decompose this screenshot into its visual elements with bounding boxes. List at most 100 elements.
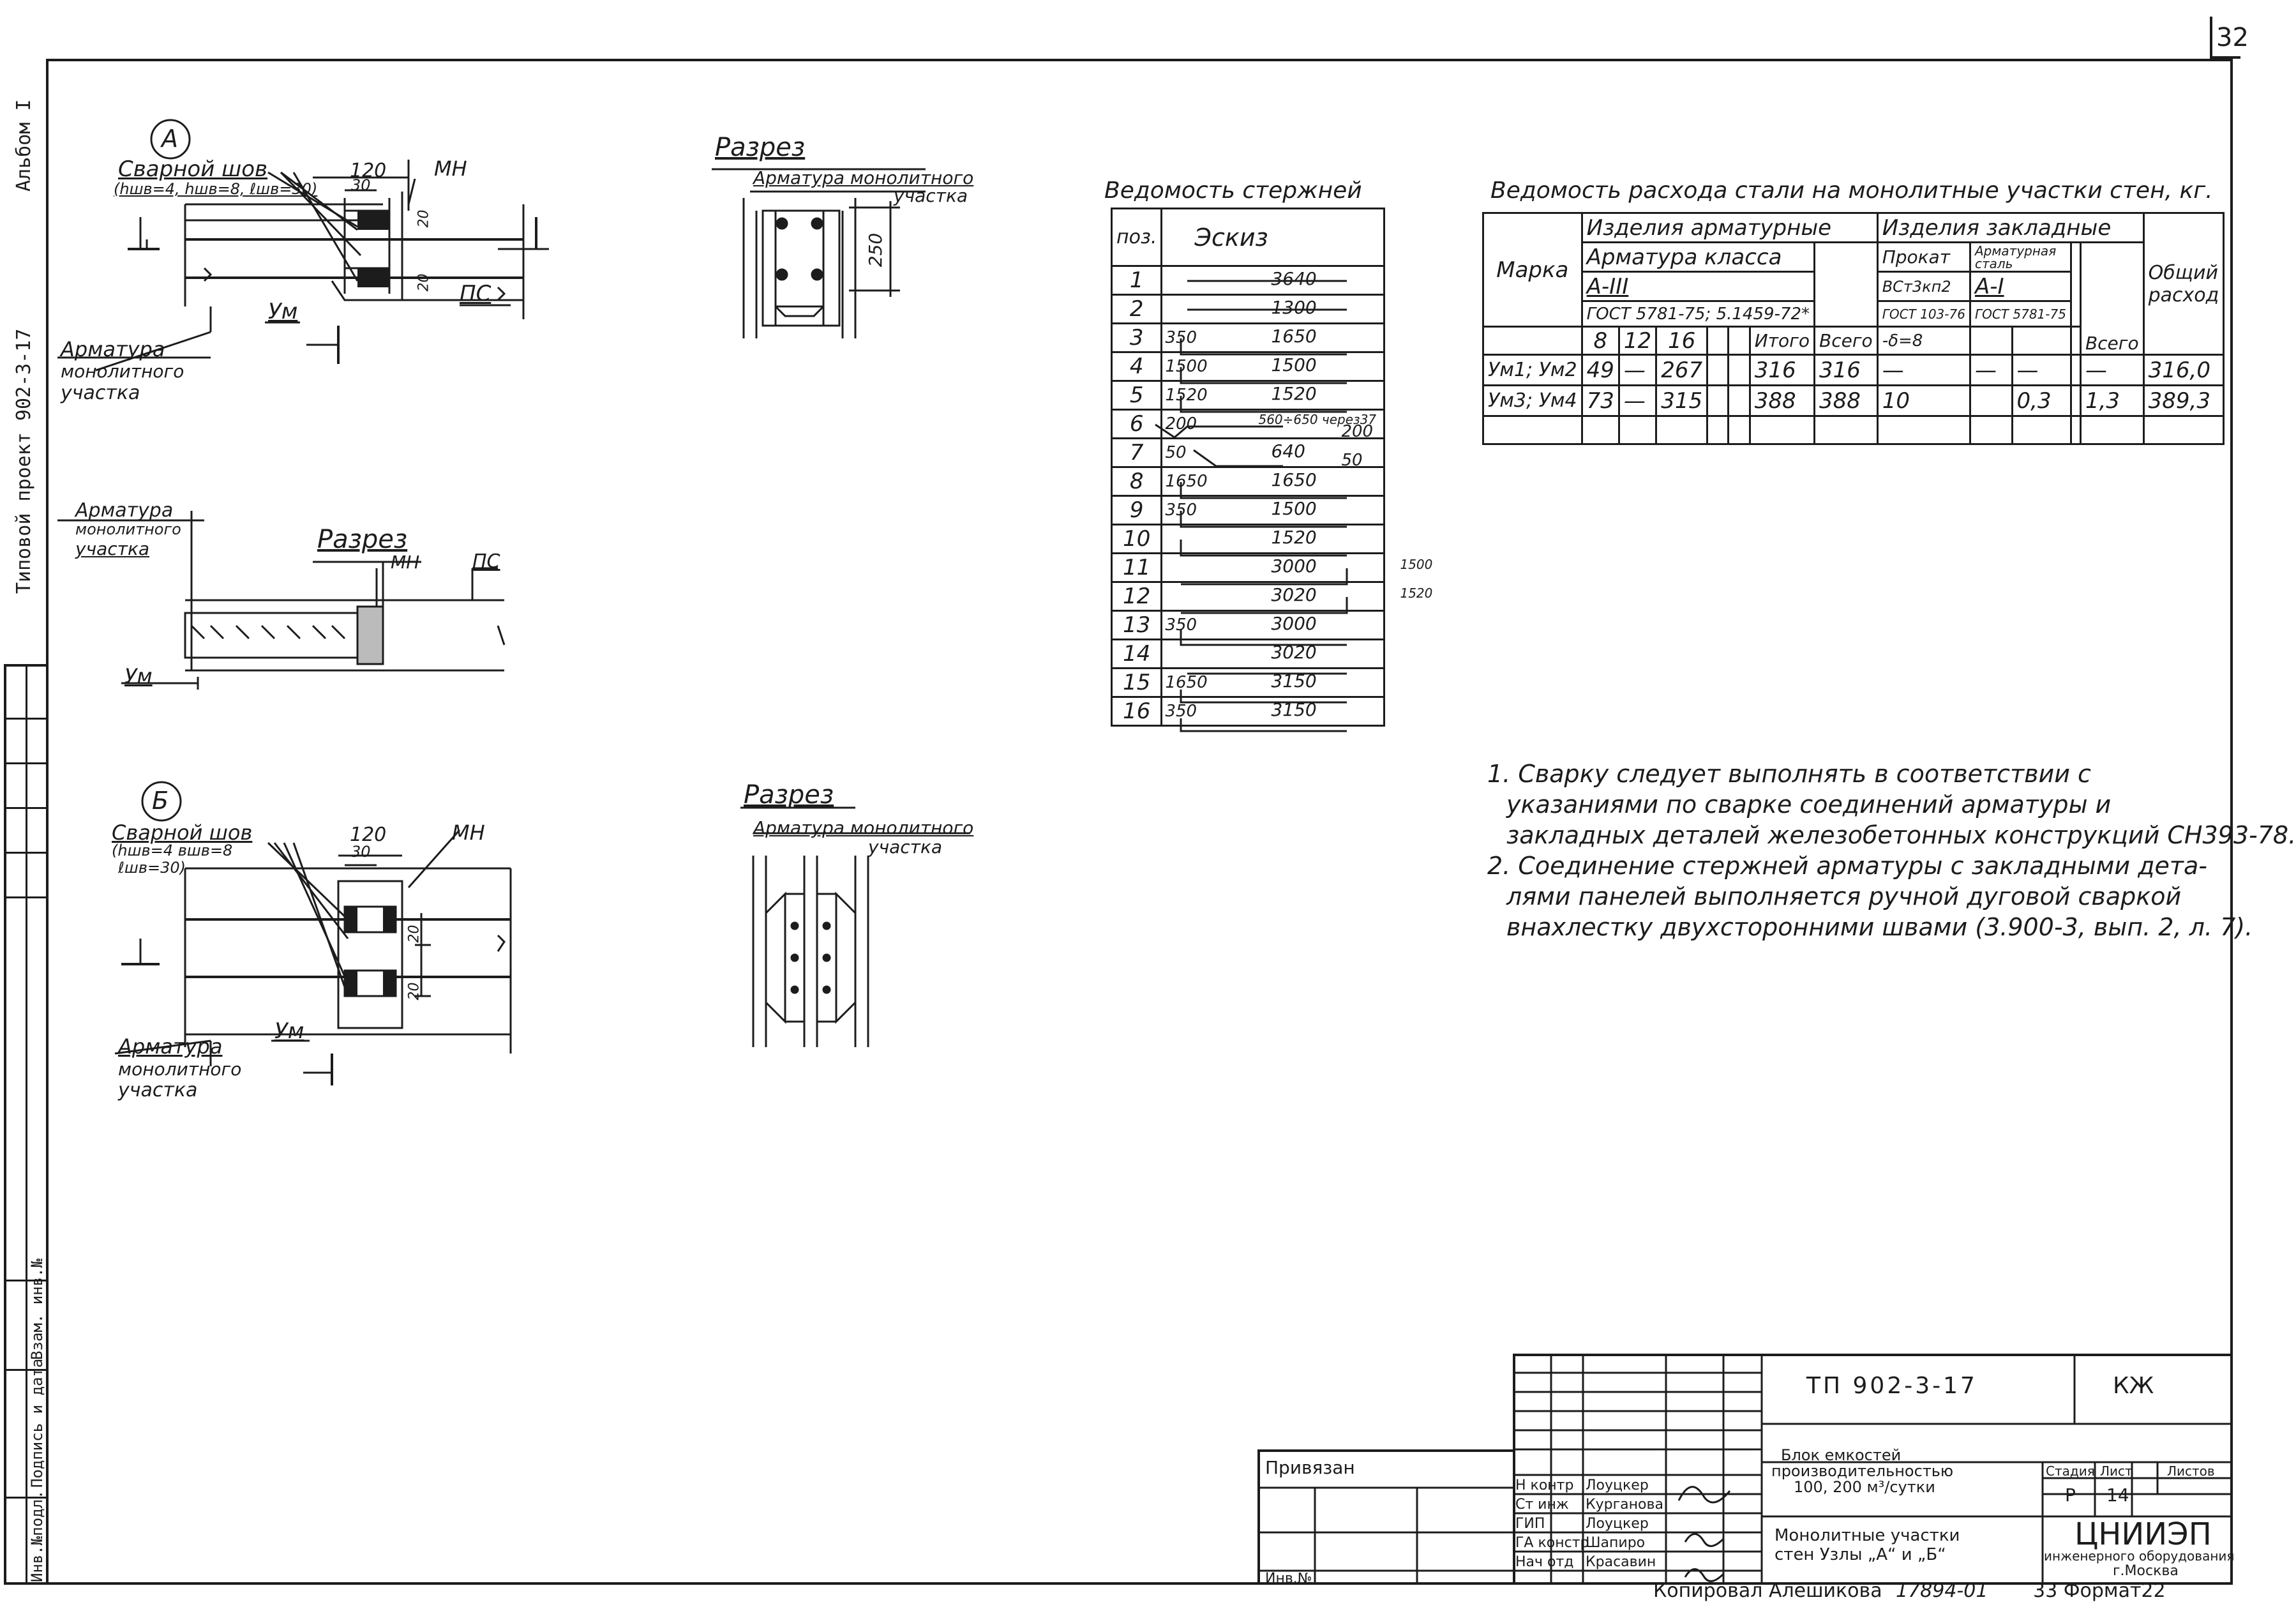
rods-mid: 1500	[1271, 498, 1317, 519]
side-label-vzam: Взам. инв.№	[28, 1258, 46, 1360]
rods-pos: 1	[1110, 265, 1163, 296]
rods-left: 200	[1165, 414, 1197, 434]
steel-h-izd-arm: Изделия арматурные	[1580, 212, 1879, 243]
steel-cell-e2	[1727, 384, 1751, 417]
steel-cell-e1	[1706, 354, 1730, 386]
steel-cell-c4	[2069, 354, 2082, 386]
steel-h-arm-stal: Арматурная сталь	[1969, 241, 2072, 273]
mid-armatura-1: Арматура	[75, 499, 174, 522]
node-a-dim-20a: 20	[416, 209, 432, 228]
steel-table-title: Ведомость расхода стали на монолитные уч…	[1490, 178, 2213, 204]
steel-h-vst: ВСт3кп2	[1876, 271, 1971, 302]
stamp-object-2: производительностью	[1771, 1462, 1954, 1480]
mid-mn: МН	[391, 552, 420, 573]
mid-um: Ум	[124, 664, 153, 688]
steel-cell-c2: —	[1969, 354, 2013, 386]
rods-pos: 9	[1110, 495, 1163, 525]
steel-h-empty-6	[1969, 326, 2013, 356]
side-label-inv: Инв.№подл.	[28, 1490, 46, 1583]
rods-sketch-cell: 3640	[1160, 265, 1385, 296]
steel-h-empty-7	[2011, 326, 2072, 356]
node-a-dim-30: 30	[351, 176, 371, 194]
rods-mid: 3000	[1271, 613, 1317, 634]
steel-h-gost2: ГОСТ 103-76	[1876, 300, 1971, 328]
steel-cell-d16: 315	[1655, 384, 1709, 417]
stamp-stage: Р	[2065, 1485, 2076, 1506]
rods-left: 350	[1165, 616, 1197, 635]
node-a-ps: ПС	[460, 281, 491, 306]
steel-h-a3: А-III	[1580, 271, 1816, 302]
rods-left: 1520	[1165, 386, 1208, 405]
rods-mid: 3150	[1271, 670, 1317, 691]
steel-h-arm-class: Арматура класса	[1580, 241, 1816, 273]
rods-pos: 6	[1110, 409, 1163, 439]
section-b-title: Разрез	[744, 780, 834, 810]
steel-cell-d8: 49	[1580, 354, 1620, 386]
node-b-mn: МН	[452, 820, 485, 845]
node-a-armatura-1: Арматура	[61, 337, 165, 361]
side-album-label: Альбом I	[13, 99, 35, 192]
rods-mid: 560÷650 через37	[1258, 412, 1377, 427]
node-a-weld-label: Сварной шов	[118, 156, 268, 182]
stamp-name: Курганова	[1586, 1497, 1663, 1513]
rods-pos: 10	[1110, 524, 1163, 554]
steel-cell-d12: —	[1617, 384, 1658, 417]
stamp-org-2: инженерного оборудования	[2044, 1548, 2235, 1564]
rods-left: 350	[1165, 501, 1197, 520]
steel-h-gost3: ГОСТ 5781-75	[1969, 300, 2072, 328]
steel-table: Марка Изделия арматурные Изделия закладн…	[1482, 212, 2225, 445]
steel-h-prokat: Прокат	[1876, 241, 1971, 273]
rods-mid: 1650	[1271, 326, 1317, 347]
rods-mid: 3150	[1271, 699, 1317, 720]
node-b-weld-params-1: (hшв=4 вшв=8	[112, 842, 233, 859]
steel-cell-c4	[2069, 384, 2082, 417]
footer-copied: Копировал Алешикова	[1653, 1580, 1882, 1602]
steel-cell-e1	[1706, 384, 1730, 417]
node-b-armatura-3: участка	[118, 1079, 198, 1101]
stamp-object-3: 100, 200 м³/сутки	[1794, 1478, 1935, 1496]
steel-cell-total: 316,0	[2142, 354, 2225, 386]
page-number: 32	[2216, 23, 2249, 52]
stamp-privyazan: Привязан	[1265, 1457, 1355, 1478]
rods-mid: 640	[1271, 441, 1305, 462]
stamp-h-sheets: Листов	[2167, 1463, 2215, 1479]
steel-cell-vsego2: —	[2079, 354, 2145, 386]
footer-order: 17894-01	[1896, 1580, 1988, 1602]
steel-h-d12: 12	[1617, 326, 1658, 356]
node-a-um: Ум	[268, 299, 298, 324]
steel-h-total: Общий расход	[2142, 212, 2225, 356]
steel-h-marka: Марка	[1482, 212, 1583, 328]
note-line: 1. Сварку следует выполнять в соответств…	[1487, 760, 2091, 788]
rods-pos: 7	[1110, 437, 1163, 468]
stamp-role: ГИП	[1515, 1516, 1545, 1532]
stamp-code: ТП 902-3-17	[1806, 1373, 1977, 1399]
steel-cell-vsego: 388	[1813, 384, 1879, 417]
footer-format: 33 Формат22	[2033, 1580, 2166, 1602]
section-b-caption-1: Арматура монолитного	[753, 817, 974, 838]
note-line: закладных деталей железобетонных констру…	[1506, 821, 2296, 849]
steel-h-delta: -δ=8	[1876, 326, 1971, 356]
steel-cell-prokat: 10	[1876, 384, 1971, 417]
stamp-role: ГА констр	[1515, 1535, 1589, 1551]
steel-h-vsego: Всего	[1813, 326, 1879, 356]
stamp-sheet: 14	[2106, 1485, 2129, 1506]
node-a-armatura-2: монолитного	[61, 361, 184, 382]
stamp-h-stage: Стадия	[2046, 1463, 2095, 1479]
rods-right: 1520	[1400, 586, 1433, 601]
mid-section-title: Разрез	[317, 525, 408, 554]
